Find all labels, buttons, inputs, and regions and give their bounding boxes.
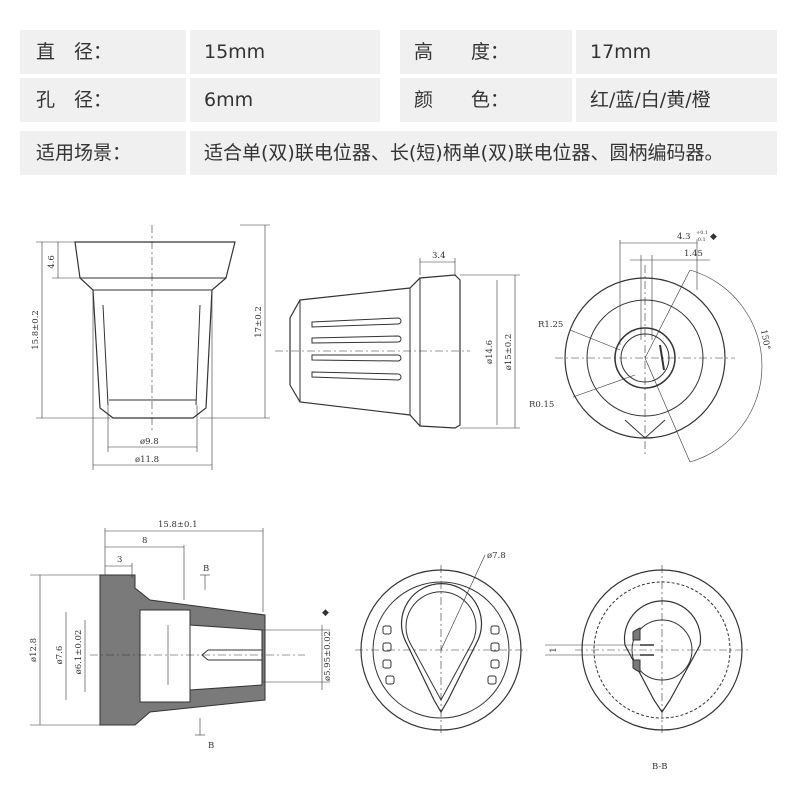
- diameter-label: 直 径：: [36, 41, 113, 63]
- usage-label: 适用场景：: [36, 142, 132, 164]
- knob-face-view: [355, 554, 527, 735]
- dim-15-8: 15.8±0.2: [31, 310, 41, 350]
- hole-label: 孔 径：: [36, 89, 113, 111]
- dim-7-8: ø7.8: [487, 551, 506, 561]
- dim-b-top: B: [203, 564, 209, 574]
- dim-1: 1: [549, 647, 559, 652]
- hole-value: 6mm: [204, 89, 254, 111]
- dim-11-8: ø11.8: [135, 455, 159, 465]
- dim-diamond-2: ◆: [322, 608, 329, 618]
- color-label: 颜 色：: [414, 89, 510, 111]
- dim-17: 17±0.2: [254, 306, 264, 337]
- dim-4-6: 4.6: [47, 255, 57, 269]
- dim-r0-15: R0.15: [529, 400, 554, 410]
- height-label: 高 度：: [414, 41, 510, 63]
- spec-row-1: 直 径： 15mm 高 度： 17mm: [20, 30, 777, 74]
- knob-bb-section-view: [545, 565, 750, 735]
- dim-3-4: 3.4: [432, 251, 446, 261]
- dim-4-3: 4.3: [677, 232, 691, 242]
- dim-6-1: ø6.1±0.02: [74, 630, 84, 675]
- dim-5-95: ø5.95±0.02: [323, 631, 333, 681]
- dim-1-45: 1.45: [684, 249, 703, 259]
- dim-3: 3: [117, 555, 122, 565]
- dim-8: 8: [142, 536, 147, 546]
- knob-top-view: [555, 240, 763, 463]
- dim-r1-25: R1.25: [538, 320, 563, 330]
- spec-row-3: 适用场景： 适合单(双)联电位器、长(短)柄单(双)联电位器、圆柄编码器。: [20, 131, 777, 175]
- dim-12-8: ø12.8: [29, 638, 39, 662]
- dim-150: 150°: [758, 329, 771, 351]
- dim-tol-up: +0.1: [696, 230, 708, 236]
- spec-row-2: 孔 径： 6mm 颜 色： 红/蓝/白/黄/橙: [20, 78, 777, 122]
- height-value: 17mm: [590, 41, 652, 63]
- knob-side-view: [275, 258, 520, 429]
- dim-9-8: ø9.8: [140, 437, 159, 447]
- dim-14-6: ø14.6: [485, 340, 495, 364]
- dim-b-bottom: B: [208, 741, 214, 751]
- dim-tol-dn: -0.1: [696, 237, 706, 243]
- dim-bb: B-B: [652, 762, 668, 772]
- knob-section-view: [30, 528, 330, 736]
- color-value: 红/蓝/白/黄/橙: [590, 89, 711, 111]
- knob-front-view: [36, 224, 270, 470]
- dim-15: ø15±0.2: [504, 334, 514, 371]
- usage-value: 适合单(双)联电位器、长(短)柄单(双)联电位器、圆柄编码器。: [204, 142, 724, 164]
- diameter-value: 15mm: [204, 41, 266, 63]
- dim-diamond-1: ◆: [710, 232, 717, 242]
- dim-7-6: ø7.6: [55, 646, 65, 665]
- dim-15-8b: 15.8±0.1: [158, 520, 198, 530]
